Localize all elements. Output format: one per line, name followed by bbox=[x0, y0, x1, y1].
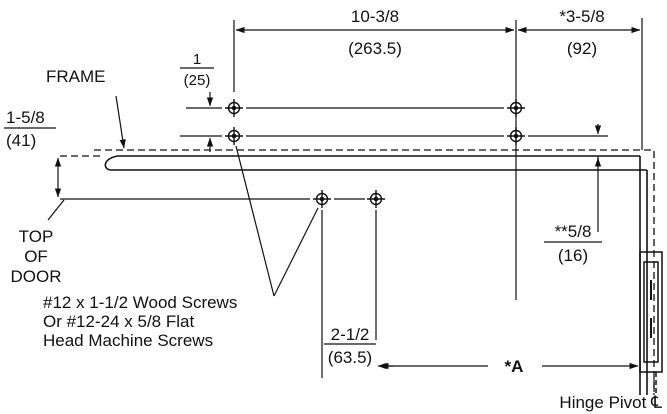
dim-1-fraction: 1 bbox=[193, 51, 201, 68]
dimension-arrows bbox=[54, 26, 655, 392]
screw-spec-line-1: #12 x 1-1/2 Wood Screws bbox=[43, 293, 237, 312]
extension-lines bbox=[60, 18, 643, 378]
door-outline-dashed bbox=[60, 149, 655, 395]
leader-lines bbox=[47, 95, 319, 297]
top-of-door-line-1: TOP bbox=[19, 227, 54, 246]
screw-hole-icon bbox=[313, 190, 331, 208]
dim-5-8-metric: (16) bbox=[558, 246, 588, 265]
screw-hole-icon bbox=[507, 99, 525, 117]
label-rules bbox=[4, 67, 602, 345]
top-of-door-line-3: DOOR bbox=[11, 267, 62, 286]
screw-hole-icon bbox=[225, 127, 243, 145]
screw-spec-line-3: Head Machine Screws bbox=[43, 331, 213, 350]
dimension-labels: 10-3/8 (263.5) *3-5/8 (92) 1 (25) 1-5/8 … bbox=[6, 7, 605, 376]
dim-2-1-2-fraction: 2-1/2 bbox=[331, 325, 370, 344]
screw-leader-1 bbox=[235, 145, 275, 297]
dim-10-3-8-fraction: 10-3/8 bbox=[351, 7, 399, 26]
callout-labels: FRAME TOP OF DOOR #12 x 1-1/2 Wood Screw… bbox=[11, 67, 663, 412]
dim-1-5-8-fraction: 1-5/8 bbox=[6, 108, 45, 127]
frame-curved-end bbox=[104, 155, 119, 171]
dim-1-5-8-metric: (41) bbox=[6, 131, 36, 150]
screw-spec-line-2: Or #12-24 x 5/8 Flat bbox=[43, 312, 194, 331]
screw-hole-icon bbox=[225, 99, 243, 117]
screw-holes bbox=[225, 99, 525, 208]
dim-2-1-2-metric: (63.5) bbox=[328, 348, 372, 367]
dim-1-metric: (25) bbox=[184, 72, 211, 89]
top-of-door-leader bbox=[47, 199, 65, 221]
screw-hole-icon bbox=[507, 127, 525, 145]
hinge bbox=[639, 251, 663, 395]
screw-leader-2 bbox=[273, 207, 319, 297]
top-of-door-line-2: OF bbox=[24, 247, 48, 266]
dim-3-5-8-metric: (92) bbox=[567, 39, 597, 58]
screw-hole-icon bbox=[367, 190, 385, 208]
hinge-pivot-label: Hinge Pivot ℄ bbox=[559, 393, 662, 412]
dim-a-label: *A bbox=[505, 357, 524, 376]
frame-leader bbox=[115, 95, 126, 149]
dim-5-8-fraction: **5/8 bbox=[555, 222, 592, 241]
dim-10-3-8-metric: (263.5) bbox=[348, 39, 402, 58]
frame-label: FRAME bbox=[46, 67, 106, 86]
dim-3-5-8-fraction: *3-5/8 bbox=[559, 7, 604, 26]
